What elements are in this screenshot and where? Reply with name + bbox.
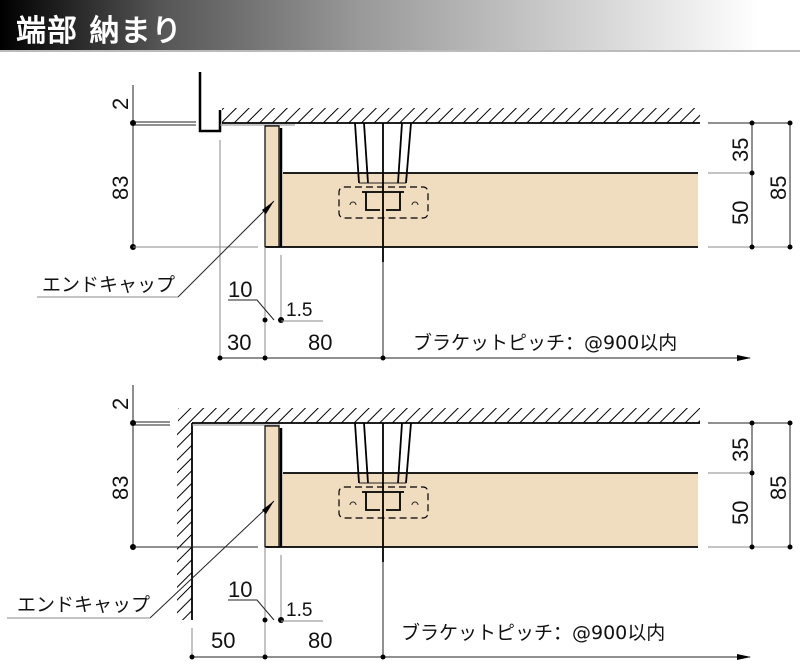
dim-clearance: 30 xyxy=(227,330,251,355)
dim-height: 83 xyxy=(108,476,133,500)
dim-total: 85 xyxy=(766,176,791,200)
page-title: 端部 納まり xyxy=(16,14,183,49)
bracket-pitch-label: ブラケットピッチ：@900以内 xyxy=(413,331,677,354)
dim-center: 80 xyxy=(308,628,332,653)
end-cap-label: エンドキャップ xyxy=(17,594,150,616)
ceiling-hatch xyxy=(222,108,700,123)
dim-rail: 50 xyxy=(728,501,753,525)
dim-rail: 50 xyxy=(728,201,753,225)
rail xyxy=(283,173,698,247)
dim-total: 85 xyxy=(766,476,791,500)
dim-clearance: 50 xyxy=(211,628,235,653)
dim-bracket: 35 xyxy=(728,438,753,462)
dim-gap-cap: 1.5 xyxy=(286,300,312,321)
dim-cap: 10 xyxy=(228,577,252,602)
header-bar: 端部 納まり xyxy=(0,0,800,52)
dim-height: 83 xyxy=(108,176,133,200)
bracket-pitch-label: ブラケットピッチ：@900以内 xyxy=(401,621,665,644)
ceiling-hatch xyxy=(178,408,700,423)
rail xyxy=(283,473,698,547)
dim-gap: 2 xyxy=(108,98,133,110)
dim-gap-cap: 1.5 xyxy=(286,600,312,621)
wall-hatch xyxy=(177,423,192,620)
end-cap-label: エンドキャップ xyxy=(42,274,175,296)
curtain-channel xyxy=(198,72,222,133)
dim-center: 80 xyxy=(308,330,332,355)
dim-cap: 10 xyxy=(228,277,252,302)
detail-bottom: 2 83 35 50 xyxy=(7,385,793,660)
end-cap xyxy=(264,425,280,548)
dim-gap: 2 xyxy=(108,398,133,410)
dim-bracket: 35 xyxy=(728,138,753,162)
detail-top: 2 83 35 50 xyxy=(37,72,793,361)
end-cap xyxy=(264,125,280,248)
